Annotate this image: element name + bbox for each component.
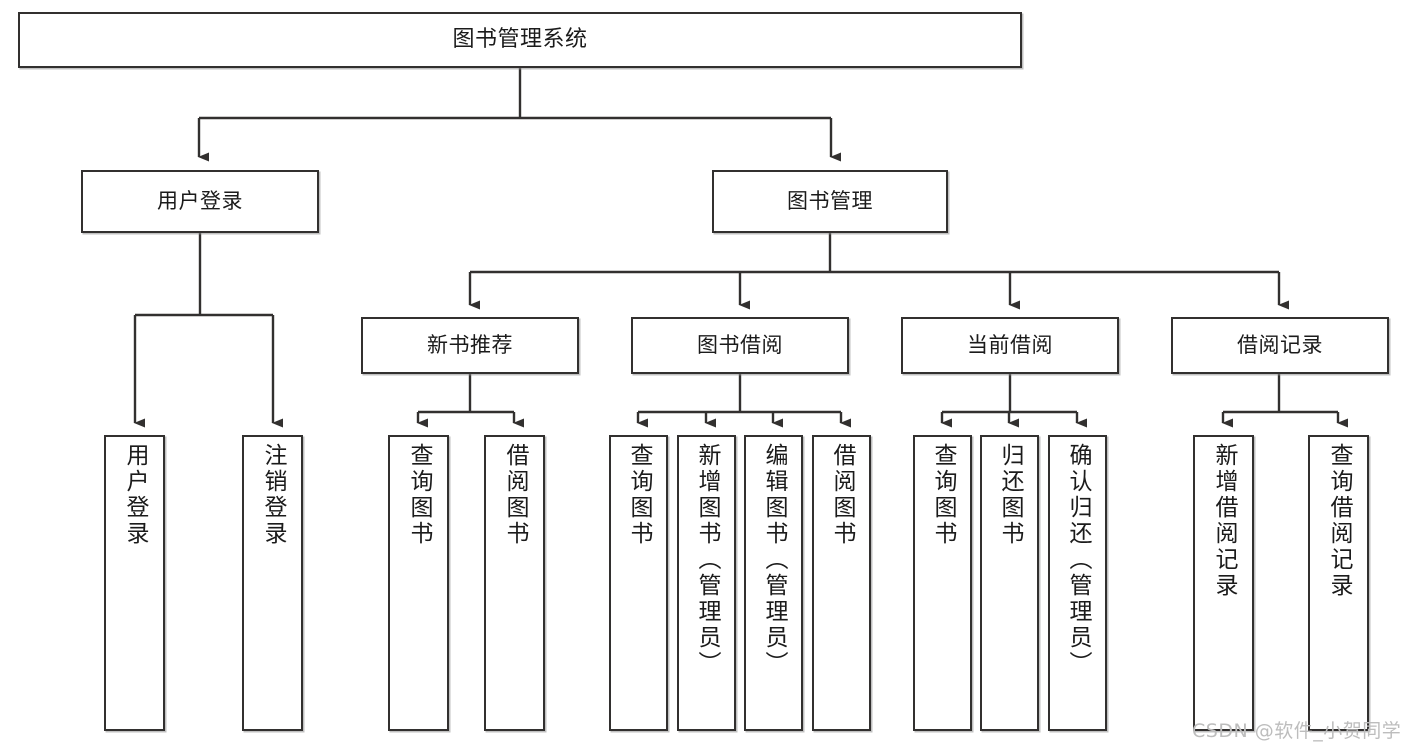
node-leaf-edit-book[interactable]: 编辑图书（管理员） — [744, 435, 803, 731]
node-leaf-confirm-return[interactable]: 确认归还（管理员） — [1048, 435, 1107, 731]
node-book-borrow[interactable]: 图书借阅 — [631, 317, 849, 374]
node-leaf-confirm-return-label: 确认归还（管理员） — [1065, 443, 1091, 677]
node-leaf-query-record-label: 查询借阅记录 — [1326, 443, 1352, 599]
node-book-borrow-label: 图书借阅 — [697, 333, 783, 358]
node-borrow-record-label: 借阅记录 — [1237, 333, 1323, 358]
node-current-borrow-label: 当前借阅 — [967, 333, 1053, 358]
node-leaf-query-book-3[interactable]: 查询图书 — [913, 435, 972, 731]
node-root[interactable]: 图书管理系统 — [18, 12, 1022, 68]
node-leaf-user-logout[interactable]: 注销登录 — [242, 435, 303, 731]
node-leaf-borrow-book-2[interactable]: 借阅图书 — [812, 435, 871, 731]
node-leaf-add-record-label: 新增借阅记录 — [1211, 443, 1237, 599]
node-leaf-user-login[interactable]: 用户登录 — [104, 435, 165, 731]
node-leaf-add-book[interactable]: 新增图书（管理员） — [677, 435, 736, 731]
node-leaf-borrow-book-1-label: 借阅图书 — [502, 443, 528, 547]
node-leaf-return-book[interactable]: 归还图书 — [980, 435, 1039, 731]
node-leaf-user-logout-label: 注销登录 — [260, 443, 286, 547]
node-leaf-query-book-2[interactable]: 查询图书 — [609, 435, 668, 731]
node-leaf-add-book-label: 新增图书（管理员） — [694, 443, 720, 677]
node-leaf-add-record[interactable]: 新增借阅记录 — [1193, 435, 1254, 731]
node-leaf-query-book-1[interactable]: 查询图书 — [388, 435, 449, 731]
node-leaf-query-book-2-label: 查询图书 — [626, 443, 652, 547]
node-leaf-query-book-3-label: 查询图书 — [930, 443, 956, 547]
node-book-manage-label: 图书管理 — [787, 189, 873, 214]
node-leaf-query-record[interactable]: 查询借阅记录 — [1308, 435, 1369, 731]
node-new-book-rec[interactable]: 新书推荐 — [361, 317, 579, 374]
node-user-login[interactable]: 用户登录 — [81, 170, 319, 233]
node-current-borrow[interactable]: 当前借阅 — [901, 317, 1119, 374]
node-leaf-return-book-label: 归还图书 — [997, 443, 1023, 547]
node-leaf-query-book-1-label: 查询图书 — [406, 443, 432, 547]
watermark-text: CSDN @软件_小贺同学 — [1192, 720, 1402, 742]
node-book-manage[interactable]: 图书管理 — [712, 170, 948, 233]
node-leaf-borrow-book-2-label: 借阅图书 — [829, 443, 855, 547]
node-borrow-record[interactable]: 借阅记录 — [1171, 317, 1389, 374]
node-root-label: 图书管理系统 — [452, 27, 588, 53]
node-new-book-rec-label: 新书推荐 — [427, 333, 513, 358]
node-leaf-edit-book-label: 编辑图书（管理员） — [761, 443, 787, 677]
node-leaf-user-login-label: 用户登录 — [122, 443, 148, 547]
node-user-login-label: 用户登录 — [157, 189, 243, 214]
node-leaf-borrow-book-1[interactable]: 借阅图书 — [484, 435, 545, 731]
